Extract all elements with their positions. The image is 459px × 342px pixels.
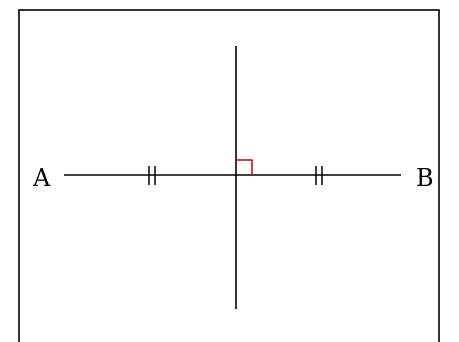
right-angle-marker — [236, 159, 253, 175]
tick-marks-left — [148, 166, 156, 185]
tick-marks-right — [315, 166, 323, 185]
point-a-label: A — [32, 164, 51, 192]
figure-frame — [18, 9, 440, 342]
point-b-label: B — [416, 164, 434, 192]
